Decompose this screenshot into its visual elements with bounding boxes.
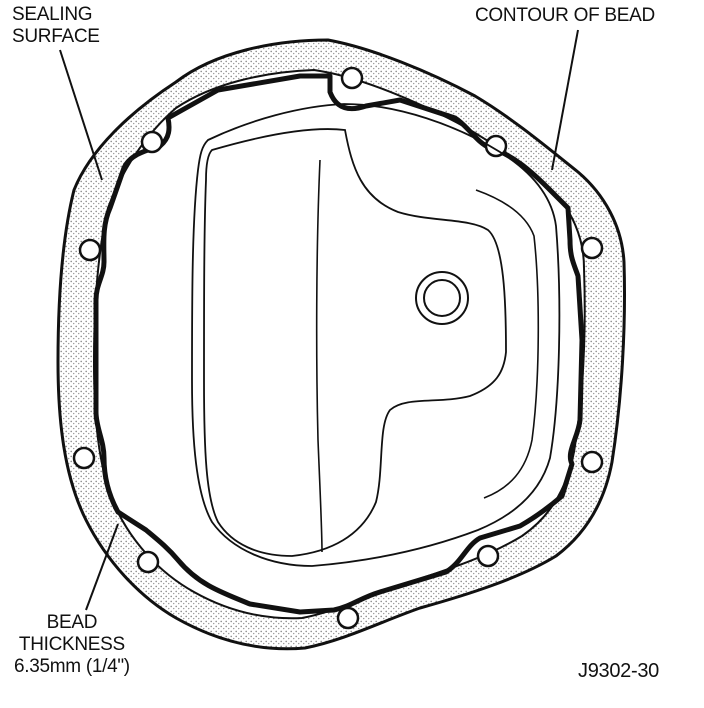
bolt-hole [340,66,364,90]
bolt-hole [136,550,160,574]
bolt-hole [476,544,500,568]
fill-plug-inner [423,279,461,317]
bolt-hole [78,238,102,262]
cover-center-rib [315,159,323,553]
cover-dome-outline [191,103,561,567]
bolt-hole [580,236,604,260]
bolt-hole [72,446,96,470]
sealing-surface-label-line1: SEALING [12,4,93,25]
leader-sealing-surface [59,49,103,181]
leader-contour-of-bead [551,29,579,171]
bead-thickness-label-line2: THICKNESS [18,634,125,655]
bolt-hole [336,606,360,630]
bolt-hole [580,450,604,474]
bolt-hole [140,130,164,154]
bolt-holes [72,66,604,630]
bead-thickness-label: BEAD THICKNESS 6.35mm (1/4") [14,612,130,678]
sealing-surface-label-line2: SURFACE [12,26,100,47]
leader-bead-thickness [85,523,119,611]
sealing-surface-label: SEALING SURFACE [12,4,100,48]
bolt-hole [484,134,508,158]
bead-contour [93,73,585,615]
contour-of-bead-label: CONTOUR OF BEAD [475,5,655,26]
cover-inner-panel [203,128,507,557]
cover-right-lobe [475,189,540,499]
bead-thickness-label-line1: BEAD [46,612,98,633]
figure-id-label: J9302-30 [578,660,659,682]
bead-thickness-label-line3: 6.35mm (1/4") [14,656,130,677]
